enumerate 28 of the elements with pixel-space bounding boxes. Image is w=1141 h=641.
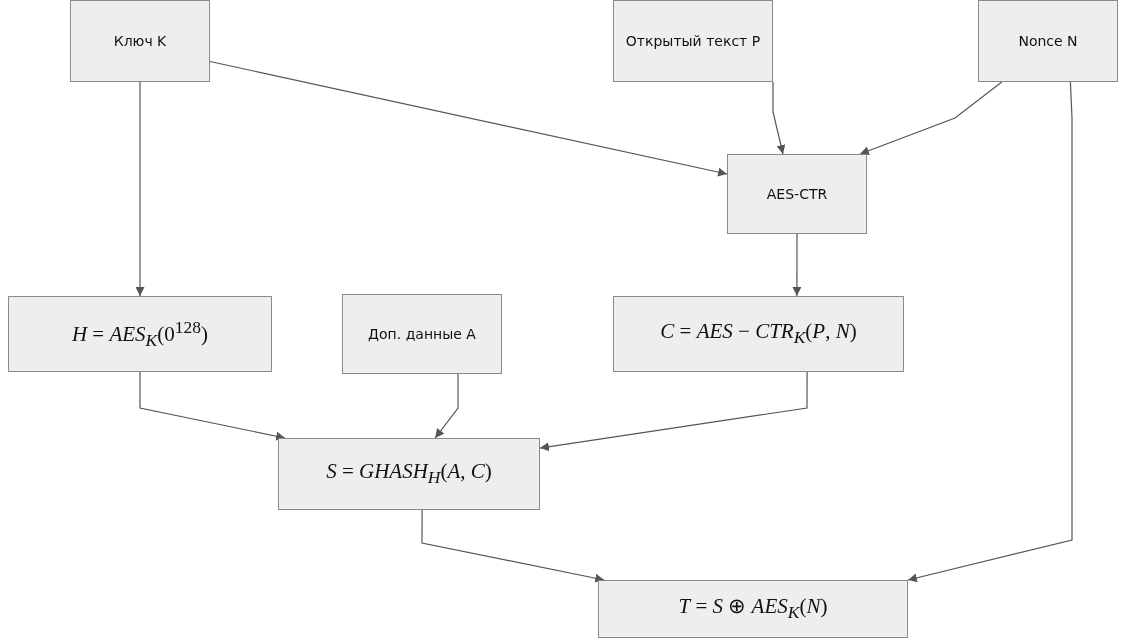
box-label: Доп. данные A bbox=[368, 326, 476, 342]
formula: H = AES$_{K}$(0$^{128}$) bbox=[71, 316, 209, 352]
box-label: AES-CTR bbox=[766, 186, 828, 202]
formula: T = S ⊕ AES$_{K}$(N) bbox=[678, 594, 828, 624]
formula: S = GHASH$_{H}$(A, C) bbox=[326, 459, 492, 489]
process-box bbox=[70, 0, 210, 82]
formula: C = AES − CTR$_{K}$(P, N) bbox=[660, 319, 857, 349]
process-box bbox=[613, 0, 773, 82]
arrow bbox=[209, 60, 728, 177]
process-box bbox=[727, 154, 867, 234]
process-box bbox=[978, 0, 1118, 82]
arrow bbox=[434, 373, 459, 439]
arrow bbox=[792, 233, 802, 297]
box-label: Nonce N bbox=[1018, 33, 1078, 49]
arrow bbox=[539, 371, 808, 452]
arrow bbox=[139, 371, 286, 441]
arrow bbox=[135, 81, 145, 297]
process-box bbox=[613, 296, 904, 372]
arrow bbox=[421, 509, 605, 583]
process-box bbox=[8, 296, 272, 372]
arrow bbox=[907, 81, 1073, 583]
arrow bbox=[772, 81, 786, 155]
process-box bbox=[342, 294, 502, 374]
process-box bbox=[278, 438, 540, 510]
box-label: Открытый текст P bbox=[625, 33, 761, 49]
arrow bbox=[859, 81, 1003, 155]
process-box bbox=[598, 580, 908, 638]
box-label: Ключ K bbox=[113, 33, 167, 49]
